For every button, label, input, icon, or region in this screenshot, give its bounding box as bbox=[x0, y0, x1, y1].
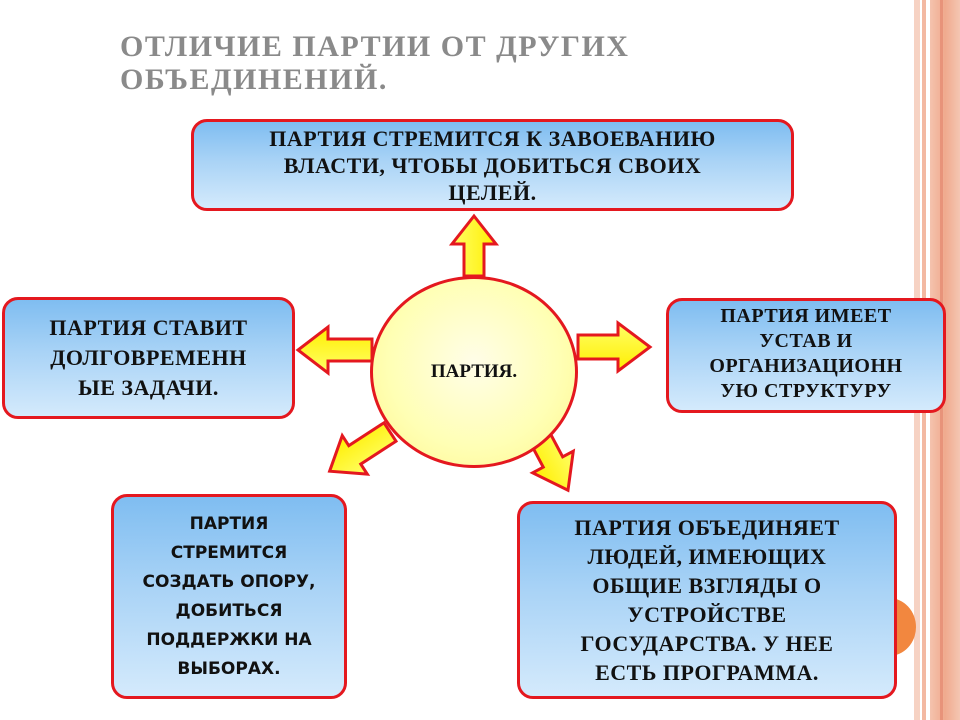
box-line: ЛЮДЕЙ, ИМЕЮЩИХ bbox=[587, 544, 827, 569]
box-line: ЫЕ ЗАДАЧИ. bbox=[78, 375, 219, 400]
box-line: ПАРТИЯ ОБЪЕДИНЯЕТ bbox=[574, 515, 840, 540]
box-line: ПАРТИЯ СТРЕМИТСЯ К ЗАВОЕВАНИЮ bbox=[269, 125, 716, 151]
slide-title-line: ОТЛИЧИЕ ПАРТИИ ОТ ДРУГИХ bbox=[120, 30, 630, 63]
box-line: ОРГАНИЗАЦИОНН bbox=[709, 355, 903, 377]
box-line: УСТАВ И bbox=[759, 330, 853, 352]
center-circle: ПАРТИЯ. bbox=[370, 276, 578, 468]
slide-title: ОТЛИЧИЕ ПАРТИИ ОТ ДРУГИХ ОБЪЕДИНЕНИЙ. bbox=[120, 30, 820, 96]
box-line: УСТРОЙСТВЕ bbox=[627, 602, 787, 627]
box-long-term-goals: ПАРТИЯ СТАВИТ ДОЛГОВРЕМЕНН ЫЕ ЗАДАЧИ. bbox=[2, 297, 295, 419]
box-line: ВЛАСТИ, ЧТОБЫ ДОБИТЬСЯ СВОИХ bbox=[283, 152, 702, 178]
slide-title-line: ОБЪЕДИНЕНИЙ. bbox=[120, 63, 388, 96]
center-label: ПАРТИЯ. bbox=[430, 361, 518, 382]
box-election-support: ПАРТИЯ СТРЕМИТСЯ СОЗДАТЬ ОПОРУ, ДОБИТЬСЯ… bbox=[111, 494, 347, 699]
box-line: ЦЕЛЕЙ. bbox=[448, 179, 537, 205]
box-line: ДОЛГОВРЕМЕНН bbox=[50, 345, 247, 370]
box-common-views-program: ПАРТИЯ ОБЪЕДИНЯЕТ ЛЮДЕЙ, ИМЕЮЩИХ ОБЩИЕ В… bbox=[517, 501, 897, 699]
box-line: СОЗДАТЬ ОПОРУ, bbox=[142, 571, 316, 592]
box-line: ГОСУДАРСТВА. У НЕЕ bbox=[580, 631, 834, 656]
box-line: ДОБИТЬСЯ bbox=[175, 600, 283, 621]
box-charter-structure: ПАРТИЯ ИМЕЕТ УСТАВ И ОРГАНИЗАЦИОНН УЮ СТ… bbox=[666, 298, 946, 413]
box-line: ПАРТИЯ bbox=[189, 513, 269, 534]
box-line: ПАРТИЯ СТАВИТ bbox=[49, 315, 248, 340]
box-line: УЮ СТРУКТУРУ bbox=[720, 380, 892, 402]
box-line: СТРЕМИТСЯ bbox=[170, 542, 288, 563]
arrow-up bbox=[448, 213, 500, 278]
box-seize-power: ПАРТИЯ СТРЕМИТСЯ К ЗАВОЕВАНИЮ ВЛАСТИ, ЧТ… bbox=[191, 119, 794, 211]
box-line: ЕСТЬ ПРОГРАММА. bbox=[595, 660, 819, 685]
arrow-right bbox=[576, 320, 653, 374]
box-line: ОБЩИЕ ВЗГЛЯДЫ О bbox=[592, 573, 822, 598]
box-line: ПАРТИЯ ИМЕЕТ bbox=[720, 305, 892, 327]
arrow-left bbox=[295, 323, 374, 377]
box-line: ВЫБОРАХ. bbox=[177, 658, 281, 679]
box-line: ПОДДЕРЖКИ НА bbox=[146, 629, 312, 650]
